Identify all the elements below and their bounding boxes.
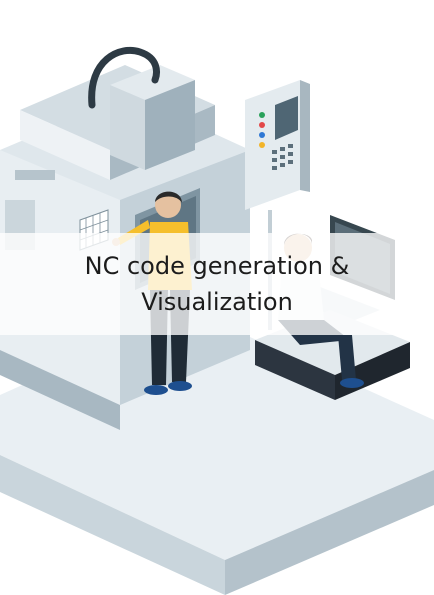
caption-line-1: NC code generation & <box>84 252 350 280</box>
caption-band: NC code generation & Visualization <box>0 233 434 335</box>
caption-line-2: Visualization <box>141 288 293 316</box>
